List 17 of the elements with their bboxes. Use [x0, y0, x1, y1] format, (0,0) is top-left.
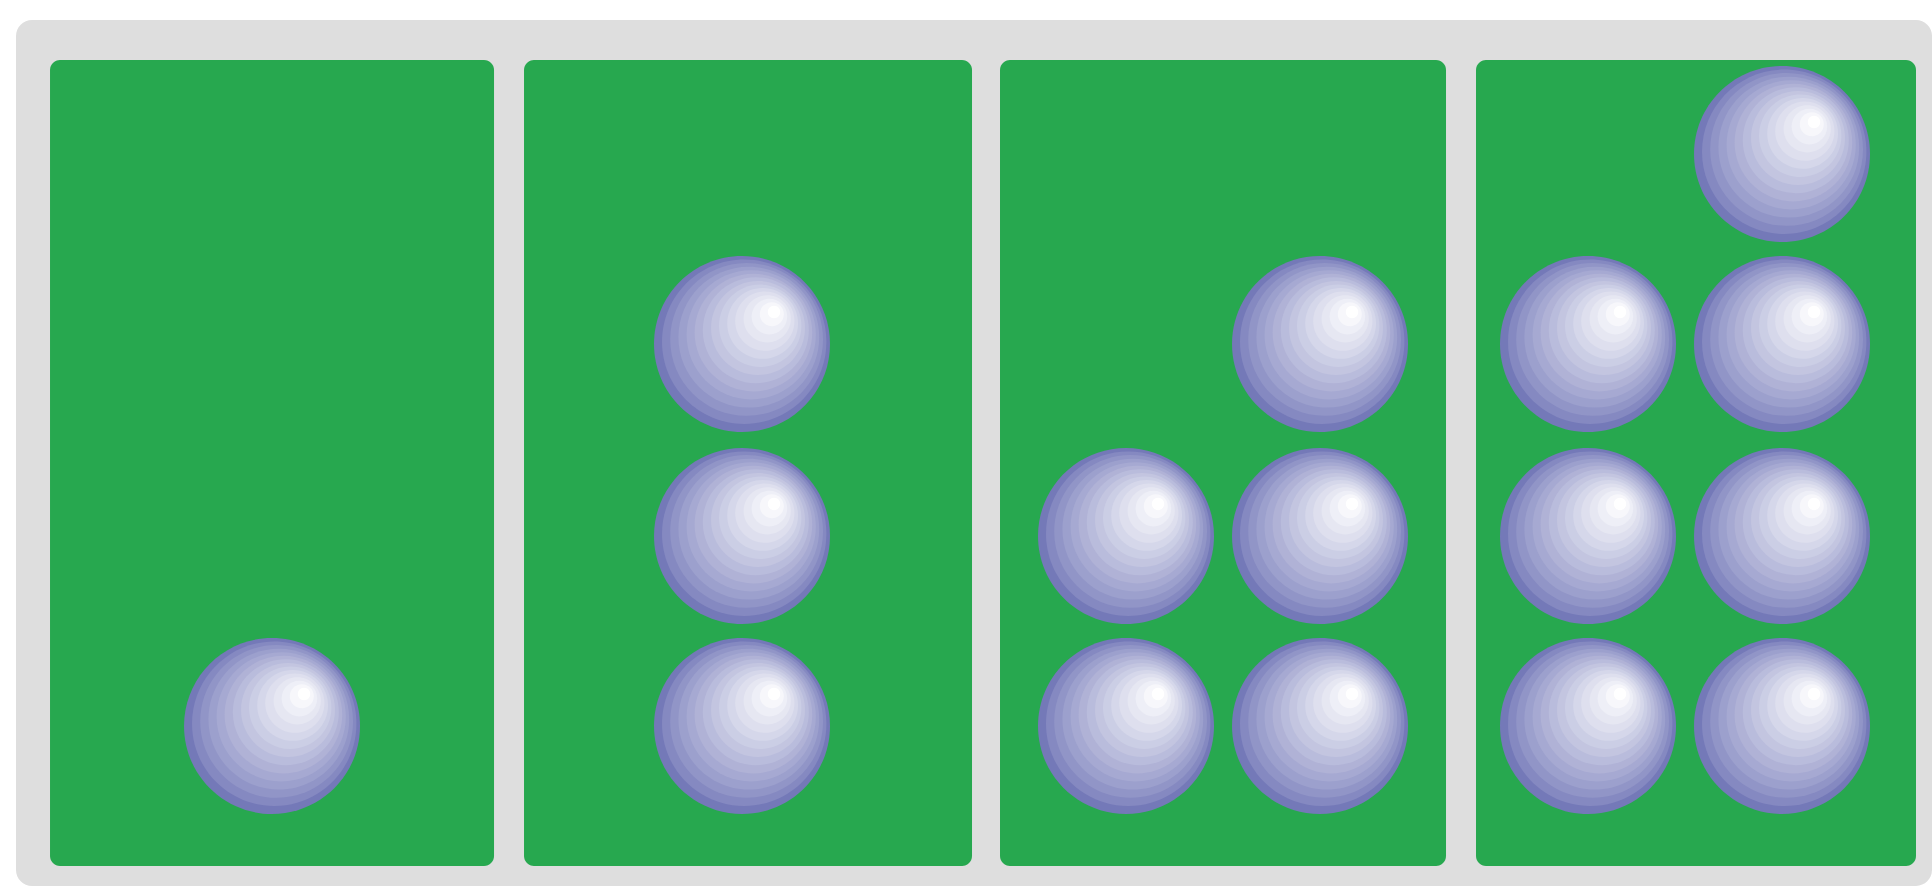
ball: [1038, 638, 1214, 814]
ball: [1694, 448, 1870, 624]
ball: [654, 256, 830, 432]
ball: [1500, 256, 1676, 432]
ball: [1694, 66, 1870, 242]
ball: [1694, 638, 1870, 814]
ball: [1232, 256, 1408, 432]
ball: [1500, 448, 1676, 624]
ball: [1500, 638, 1676, 814]
ball: [1038, 448, 1214, 624]
ball: [1232, 638, 1408, 814]
ball: [1694, 256, 1870, 432]
ball: [654, 448, 830, 624]
ball: [1232, 448, 1408, 624]
panel: [50, 60, 494, 866]
ball: [184, 638, 360, 814]
ball: [654, 638, 830, 814]
